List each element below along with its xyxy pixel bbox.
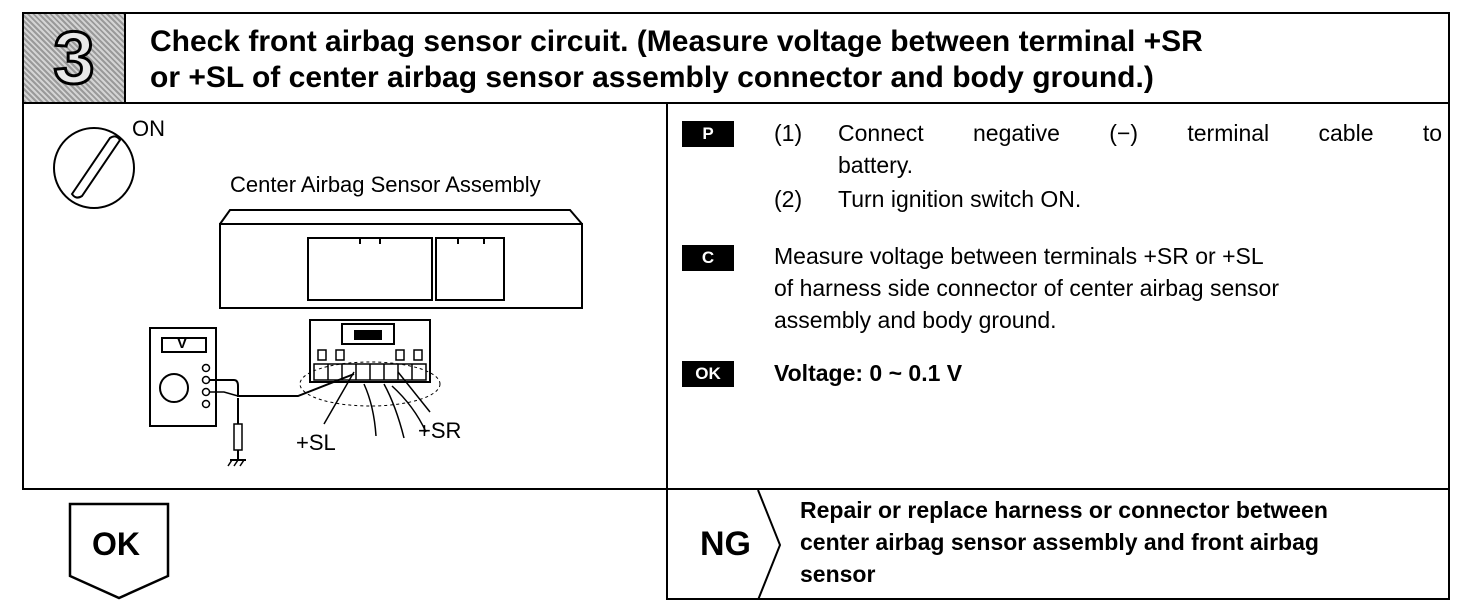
ok-spec-text: Voltage: 0 ~ 0.1 V (774, 360, 963, 386)
ng-result-panel (666, 490, 1450, 600)
ng-line-2: center airbag sensor assembly and front … (800, 529, 1319, 555)
check-line-2: of harness side connector of center airb… (774, 275, 1280, 301)
harness-connector-drawing (299, 319, 441, 407)
terminal-sl-label: +SL (296, 430, 336, 455)
check-line-3: assembly and body ground. (774, 307, 1057, 333)
step-title-line-1: Check front airbag sensor circuit. (Meas… (150, 25, 1203, 58)
ng-line-1: Repair or replace harness or connector b… (800, 497, 1328, 523)
ng-result-label: NG (700, 525, 751, 563)
terminal-sr-label: +SR (418, 418, 462, 443)
prep-step-1-number: (1) (774, 120, 803, 146)
step-header: 3 Check front airbag sensor circuit. (Me… (22, 12, 1450, 104)
ng-chevron-icon (757, 490, 782, 600)
prep-step-2-line-1: Turn ignition switch ON. (838, 186, 1082, 212)
sl-pointer-line (323, 371, 355, 425)
prep-badge: P (682, 121, 734, 147)
step-title: Check front airbag sensor circuit. (Meas… (150, 24, 1440, 96)
prep-step-1-line-2: battery. (838, 152, 913, 178)
ground-icon (227, 459, 246, 467)
sensor-assembly-drawing (219, 209, 583, 309)
step-title-line-2: or +SL of center airbag sensor assembly … (150, 61, 1154, 94)
check-badge: C (682, 245, 734, 271)
ok-spec-badge: OK (682, 361, 734, 387)
step-number: 3 (52, 16, 96, 99)
assembly-label: Center Airbag Sensor Assembly (230, 172, 541, 197)
ignition-on-label: ON (132, 116, 165, 141)
ok-result-label: OK (92, 526, 140, 562)
voltmeter-drawing (149, 327, 217, 427)
ng-line-3: sensor (800, 561, 876, 587)
sr-pointer-line (397, 371, 431, 413)
ignition-switch-icon (53, 127, 135, 209)
step-body-frame (22, 104, 1450, 490)
ng-result-text: Repair or replace harness or connector b… (800, 494, 1440, 590)
step-number-box: 3 (24, 14, 126, 102)
test-leads-drawing (210, 373, 355, 460)
column-divider (666, 104, 668, 600)
voltmeter-label: V (177, 335, 188, 352)
harness-wires-drawing (363, 383, 427, 439)
wiring-diagram (53, 127, 583, 467)
prep-step-2-number: (2) (774, 186, 803, 212)
ok-arrow-shape (68, 502, 170, 600)
prep-step-1-line-1: Connect negative (−) terminal cable to (838, 120, 1442, 146)
check-line-1: Measure voltage between terminals +SR or… (774, 243, 1264, 269)
